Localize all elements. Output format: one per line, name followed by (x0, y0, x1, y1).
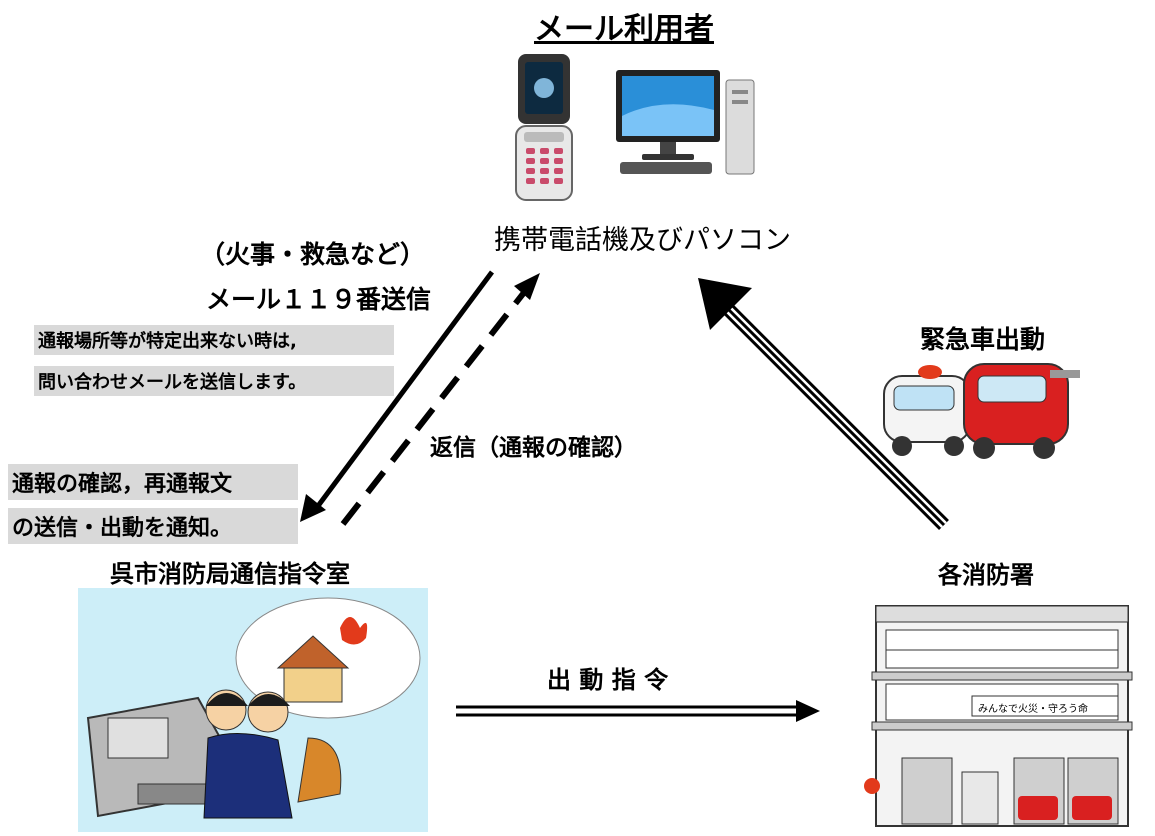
dispatcher-scene-icon (86, 597, 421, 819)
note-line-2: 問い合わせメールを送信します。 (34, 366, 394, 396)
station-sign: みんなで火災・守ろう命 (978, 704, 1088, 715)
desktop-computer-icon (616, 70, 755, 175)
confirm-line-1: 通報の確認，再通報文 (8, 464, 298, 500)
stations-label: 各消防署 (938, 561, 1034, 589)
fire-station-building-icon (864, 605, 1133, 827)
fire-station-illustration: みんなで火災・守ろう命 (842, 600, 1142, 832)
mobile-phone-icon (515, 54, 573, 201)
dispatch-arrow (456, 700, 820, 722)
send-arrow (300, 270, 495, 522)
reply-arrow (340, 273, 540, 526)
device-label: 携帯電話機及びパソコン (494, 225, 791, 256)
confirm-line-2: の送信・出動を通知。 (8, 508, 298, 544)
page-title: メール利用者 (534, 12, 714, 47)
fire-trucks-icon (883, 363, 1080, 459)
command-center-label: 呉市消防局通信指令室 (110, 560, 350, 588)
command-center-illustration (78, 588, 428, 832)
reply-label: 返信（通報の確認） (430, 435, 637, 461)
send-label-1: （火事・救急など） (200, 240, 426, 269)
send-label-2: メール１１９番送信 (206, 285, 432, 314)
dispatch-label: 出 動 指 令 (547, 666, 669, 694)
emergency-label: 緊急車出動 (920, 325, 1046, 354)
emergency-arrow (698, 278, 949, 530)
note-line-1: 通報場所等が特定出来ない時は, (34, 325, 394, 355)
